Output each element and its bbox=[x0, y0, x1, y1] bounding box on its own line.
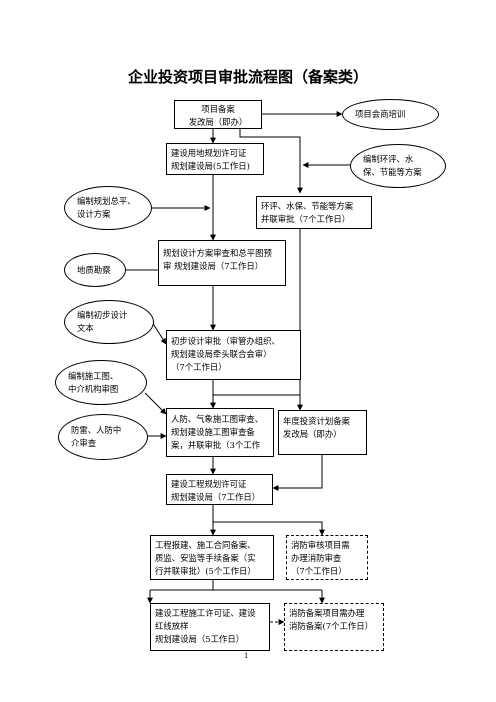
node-prelim-design-approval: 初步设计审批（审管办组织、 规划建设局牵头联合会审） （7个工作日） bbox=[166, 330, 301, 380]
node-land-planning-permit: 建设用地规划许可证 规划建设局(5工作日) bbox=[166, 143, 264, 175]
node-env-plan-prep: 编制环评、水 保、节能等方案 bbox=[350, 144, 446, 188]
node-project-registration-filing: 工程报建、施工合同备案、 质监、安监等手续备案（实 行并联审批）(5个工作日） bbox=[150, 535, 274, 580]
edge-split-fire1 bbox=[213, 521, 325, 536]
node-plan-design-prep: 编制规划总平、 设计方案 bbox=[64, 186, 152, 230]
node-project-filing: 项目备案 发改局（即办） bbox=[174, 100, 262, 129]
node-project-training: 项目会商培训 bbox=[342, 99, 439, 130]
node-prelim-design-prep: 编制初步设计 文本 bbox=[64, 300, 154, 344]
node-construction-permit: 建设工程施工许可证、建设 红线放样 规划建设局（5工作日） bbox=[150, 603, 270, 651]
node-fire-filing: 消防备案项目需办理 消防备案(7个工作日） bbox=[284, 603, 384, 651]
edge-annual-n6 bbox=[272, 455, 323, 491]
node-annual-investment-plan: 年度投资计划备案 发改局（即办） bbox=[278, 410, 367, 455]
node-construction-drawing-review: 人防、气象施工图审查、 规划建设施工图审查备 案，并联审批（3个工作 bbox=[166, 408, 274, 457]
node-engineering-planning-permit: 建设工程规划许可证 规划建设局（7工作日） bbox=[166, 474, 273, 505]
edge-n4-annual bbox=[213, 394, 301, 410]
edge-n1-right bbox=[239, 129, 303, 194]
edge-drawingprep-n5 bbox=[144, 392, 167, 415]
page-title: 企业投资项目审批流程图（备案类） bbox=[127, 68, 368, 86]
node-fire-review: 消防审核项目需 办理消防审查 （7个工作日） bbox=[286, 535, 368, 580]
edge-prelimprep-n4 bbox=[151, 321, 167, 345]
node-env-parallel-review: 环评、水保、节能等方案 并联审批（7个工作日） bbox=[256, 196, 372, 229]
node-plan-design-review: 规划设计方案审查和总平图预 审 规划建设局（7工作日） bbox=[158, 240, 286, 286]
node-geological-survey: 地质勘察 bbox=[64, 253, 126, 287]
node-construction-drawing-prep: 编制施工图、 中介机构审图 bbox=[55, 360, 147, 405]
page-number: 1 bbox=[244, 652, 249, 660]
node-lightning-civil-defense-review: 防雷、人防中 介审查 bbox=[58, 414, 148, 460]
